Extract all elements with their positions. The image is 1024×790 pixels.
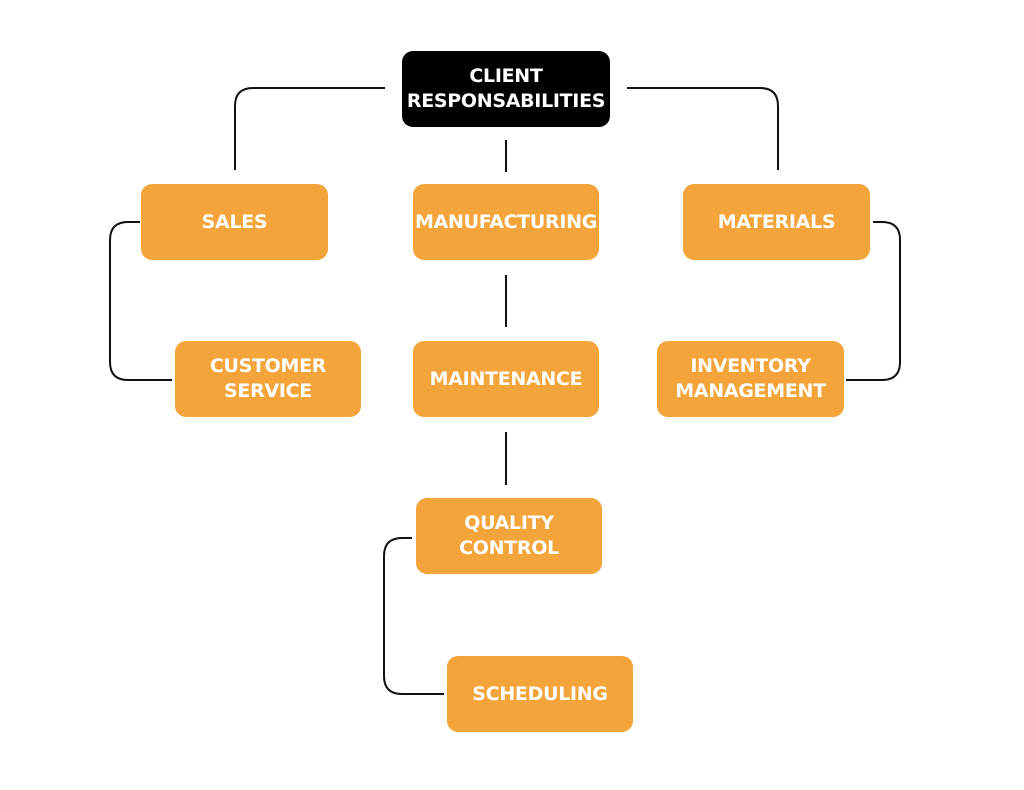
quality-control-node: QUALITY CONTROL — [416, 498, 602, 574]
connector-materials-inventory — [846, 221, 901, 381]
connector-root-materials — [627, 87, 779, 170]
materials-node: MATERIALS — [683, 184, 870, 260]
connector-root-sales — [234, 87, 385, 170]
connector-sales-customer-service — [109, 221, 172, 381]
scheduling-node: SCHEDULING — [447, 656, 633, 732]
client-responsibilities-node: CLIENT RESPONSABILITIES — [402, 51, 610, 127]
maintenance-node: MAINTENANCE — [413, 341, 599, 417]
manufacturing-node: MANUFACTURING — [413, 184, 599, 260]
inventory-management-node: INVENTORY MANAGEMENT — [657, 341, 844, 417]
sales-node: SALES — [141, 184, 328, 260]
connector-quality-control-scheduling — [383, 537, 444, 695]
customer-service-node: CUSTOMER SERVICE — [175, 341, 361, 417]
